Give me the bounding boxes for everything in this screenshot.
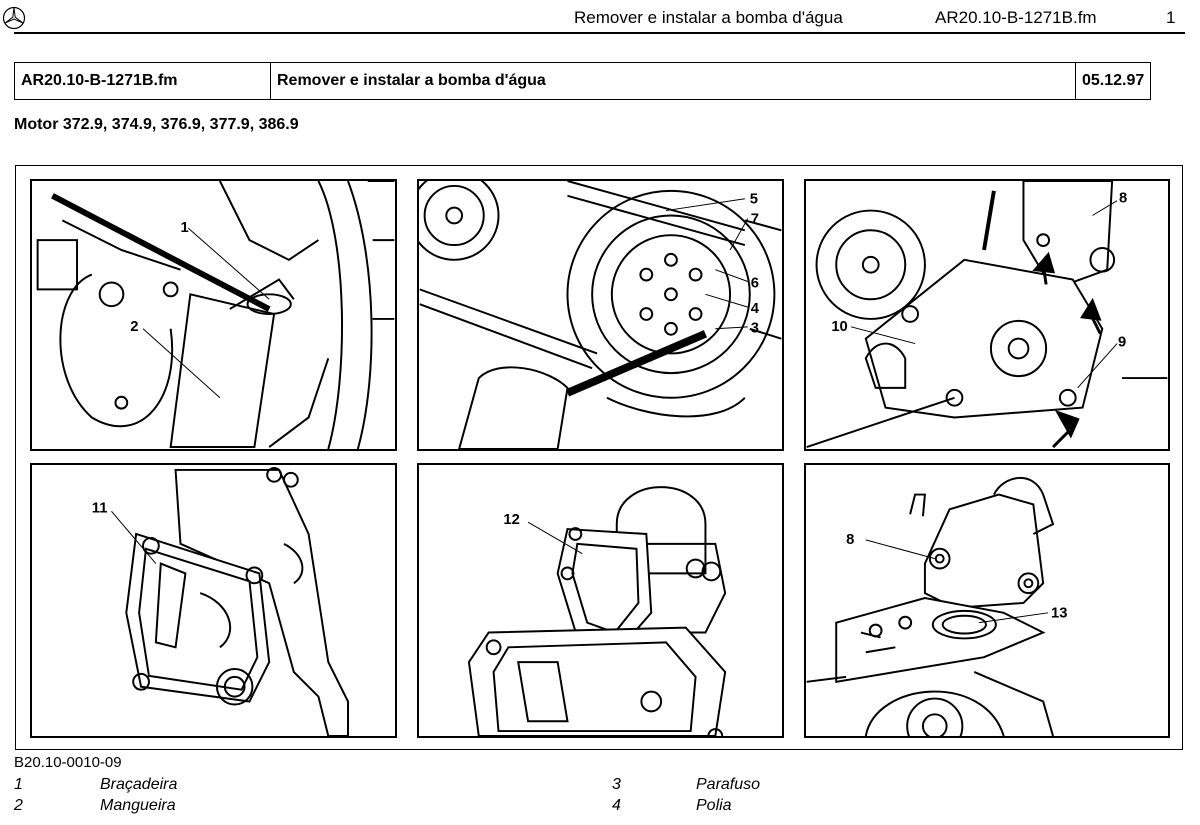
header-file-name: AR20.10-B-1271B.fm	[935, 8, 1097, 27]
callout-4-11: 11	[92, 500, 108, 516]
illustration-hose-clamp: 1 2	[36, 181, 395, 449]
callout-2-6: 6	[751, 275, 759, 291]
info-date: 05.12.97	[1082, 72, 1145, 89]
figure-panel-2: 5 7 6 4 3	[417, 179, 784, 451]
illustration-water-pump: 8 10 9	[806, 181, 1168, 449]
callout-1-1: 1	[180, 220, 188, 236]
callout-2-7: 7	[751, 211, 759, 227]
legend-number: 3	[612, 776, 621, 793]
engine-models: Motor 372.9, 374.9, 376.9, 377.9, 386.9	[14, 116, 299, 133]
callout-1-2: 2	[130, 319, 138, 335]
illustration-housing-gasket: 12	[467, 486, 727, 736]
legend-number: 4	[612, 797, 621, 814]
figure-panel-4: 11	[30, 463, 397, 738]
callout-3-9: 9	[1118, 335, 1126, 351]
illustration-pulley: 5 7 6 4 3	[419, 181, 782, 449]
header-title: Remover e instalar a bomba d'água	[574, 8, 843, 27]
legend-label: Parafuso	[696, 776, 761, 793]
callout-6-8: 8	[846, 532, 854, 548]
mercedes-star-logo	[2, 6, 26, 30]
header-rule	[14, 32, 1185, 34]
figure-panel-6: 8 13	[804, 463, 1170, 738]
legend-label: Mangueira	[100, 797, 176, 814]
info-doc-code: AR20.10-B-1271B.fm	[15, 63, 271, 99]
info-table: AR20.10-B-1271B.fm Remover e instalar a …	[14, 62, 1151, 100]
callout-2-3: 3	[751, 321, 759, 337]
header-page-number: 1	[1166, 8, 1176, 27]
callout-6-13: 13	[1051, 606, 1067, 622]
legend-label: Braçadeira	[100, 776, 178, 793]
legend-number: 1	[14, 776, 23, 793]
callout-3-10: 10	[831, 319, 847, 335]
figure-panel-1: 1 2	[30, 179, 397, 451]
callout-2-5: 5	[750, 192, 758, 208]
illustration-gasket: 11	[92, 466, 349, 736]
figure-panel-5: 12	[417, 463, 784, 738]
callout-2-4: 4	[751, 301, 760, 317]
figure-frame: 1 2	[15, 165, 1183, 750]
callout-5-12: 12	[503, 512, 519, 528]
figure-code: B20.10-0010-09	[14, 754, 122, 771]
info-title: Remover e instalar a bomba d'água	[271, 63, 1076, 99]
legend-label: Polia	[696, 797, 732, 814]
figure-panel-3: 8 10 9	[804, 179, 1170, 451]
illustration-thermostat-housing: 8 13	[806, 476, 1067, 736]
legend-number: 2	[14, 797, 23, 814]
callout-3-8: 8	[1119, 191, 1127, 207]
